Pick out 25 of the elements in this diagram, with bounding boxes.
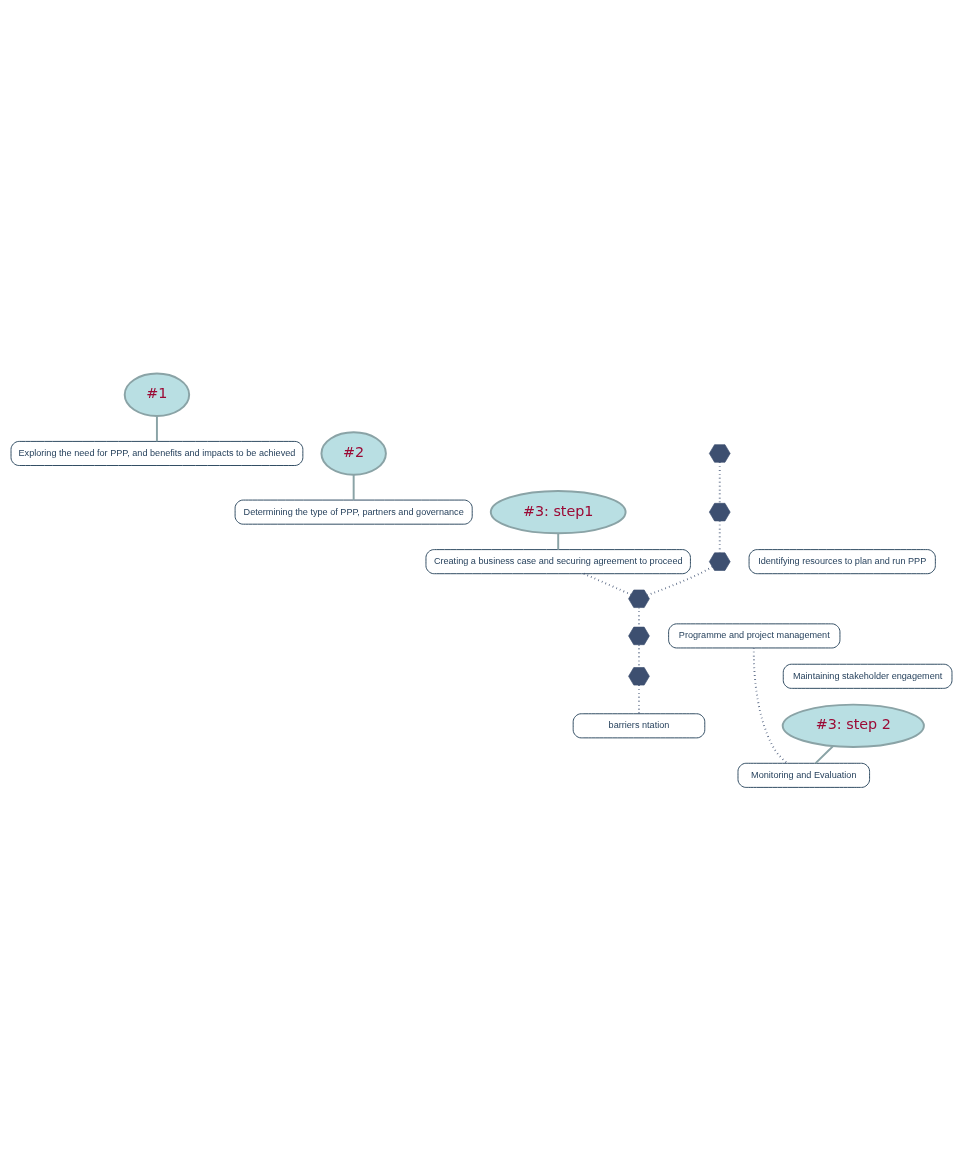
connector bbox=[814, 745, 834, 765]
connector bbox=[583, 572, 632, 596]
node-hexagon bbox=[709, 503, 731, 522]
connector bbox=[155, 415, 158, 443]
node-ellipse: #2 bbox=[320, 431, 387, 476]
node-box: Maintaining stakeholder engagement bbox=[782, 663, 953, 689]
node-box: Programme and project management bbox=[668, 623, 841, 649]
node-hexagon bbox=[628, 589, 650, 608]
connector bbox=[352, 473, 355, 501]
node-box: Identifying resources to plan and run PPP bbox=[748, 549, 936, 575]
node-box: Determining the type of PPP, partners and governance bbox=[234, 499, 473, 525]
connector bbox=[646, 565, 714, 597]
node-ellipse: #1 bbox=[123, 372, 191, 417]
node-ellipse: #3: step1 bbox=[489, 489, 627, 535]
node-box: barriers ntation bbox=[572, 713, 706, 739]
node-box: Creating a business case and securing agreement to proceed bbox=[425, 549, 691, 575]
node-ellipse: #3: step 2 bbox=[781, 703, 925, 748]
connector bbox=[557, 532, 560, 551]
node-hexagon bbox=[628, 626, 650, 646]
node-hexagon bbox=[628, 667, 650, 686]
node-hexagon bbox=[709, 552, 731, 571]
node-box: Monitoring and Evaluation bbox=[737, 762, 871, 788]
connector bbox=[752, 647, 789, 765]
node-hexagon bbox=[709, 444, 731, 463]
node-box: Exploring the need for PPP, and benefits and impacts to be achieved bbox=[10, 440, 304, 466]
